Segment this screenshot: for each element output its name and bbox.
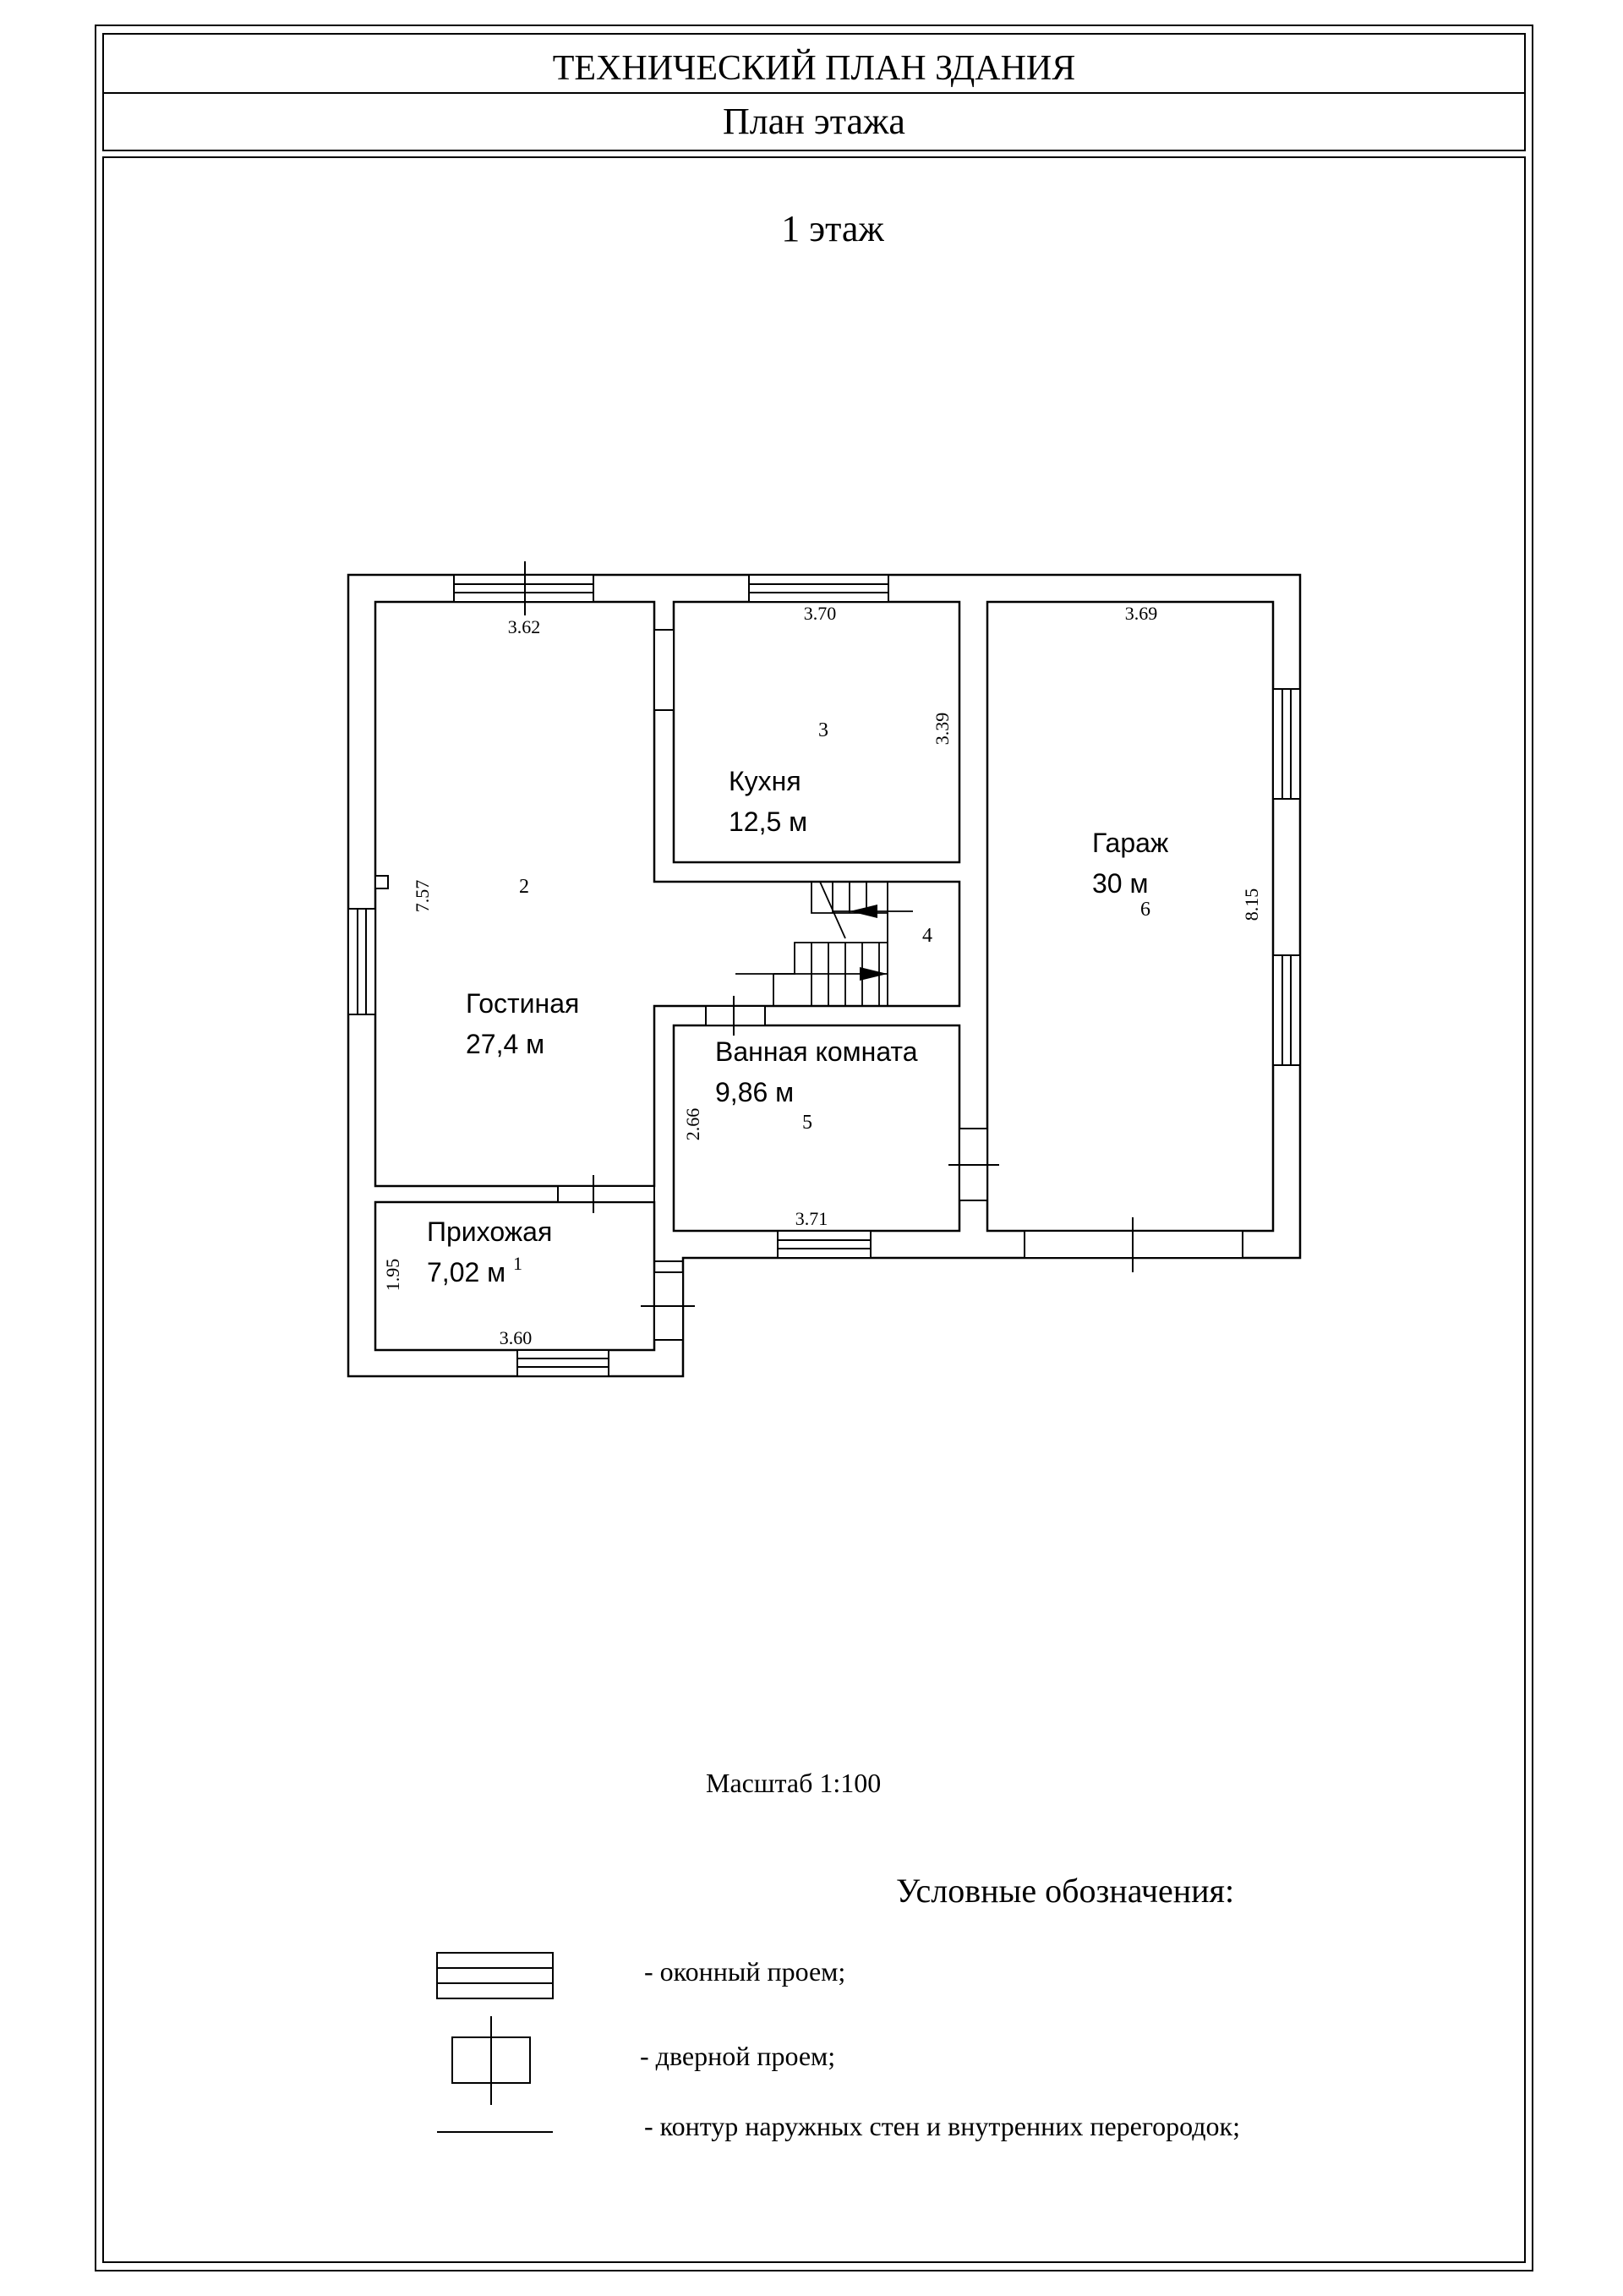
room-area-living: 27,4 м: [466, 1029, 544, 1059]
room-number-kitchen: 3: [818, 719, 828, 741]
legend-label-window: - оконный проем;: [644, 1956, 845, 1987]
room-area-bath: 9,86 м: [715, 1077, 794, 1107]
door-bath-top: [705, 996, 766, 1036]
room-name-hall: Прихожая: [427, 1216, 552, 1247]
window-garage-right-2: [1272, 954, 1301, 1066]
dim-bath-height: 2.66: [682, 1108, 703, 1141]
door-bath-garage: [948, 1128, 999, 1201]
dim-kitchen-height: 3.39: [932, 713, 953, 746]
door-garage-gate: [1024, 1217, 1243, 1272]
door-living-kitchen: [653, 629, 675, 711]
window-bath-bottom: [777, 1230, 872, 1259]
garage-outline: [986, 600, 1275, 1233]
legend: Условные обозначения: - оконный проем; -…: [436, 1872, 1240, 2141]
stair-arrows: [850, 905, 888, 981]
window-openings: [347, 574, 1301, 1377]
dim-hall-height: 1.95: [382, 1259, 403, 1292]
room-number-hall: 1: [513, 1253, 522, 1274]
room-name-bath: Ванная комната: [715, 1036, 918, 1067]
dim-living-width: 3.62: [508, 616, 541, 637]
door-living-hall: [557, 1175, 655, 1213]
door-opening-icon: [451, 2016, 531, 2105]
outer-wall-contour: [347, 573, 1302, 1378]
legend-label-door: - дверной проем;: [640, 2041, 835, 2071]
dim-garage-height: 8.15: [1241, 888, 1262, 921]
window-kitchen-top: [748, 574, 889, 603]
door-openings: [524, 561, 1243, 1341]
dimension-labels: 3.62 3.70 3.69 3.71 3.60 7.57 3.39 8.15 …: [382, 603, 1262, 1348]
floor-label: 1 этаж: [781, 208, 884, 249]
room-number-stairs: 4: [922, 925, 932, 947]
room-number-bath: 5: [802, 1112, 812, 1134]
sheet-frame: [95, 25, 1533, 2271]
dim-garage-width: 3.69: [1125, 603, 1158, 624]
scale-label: Масштаб 1:100: [706, 1768, 881, 1798]
window-hall-bottom: [516, 1349, 609, 1377]
staircase: [735, 881, 913, 1006]
room-numbers: 2 3 4 5 6: [519, 719, 1150, 1134]
window-living-top: [453, 574, 594, 603]
room-area-kitchen: 12,5 м: [729, 806, 807, 837]
room-number-living: 2: [519, 876, 529, 898]
window-opening-icon: [436, 1952, 554, 1999]
window-garage-right-1: [1272, 688, 1301, 800]
window-living-left: [347, 908, 376, 1015]
room-name-kitchen: Кухня: [729, 766, 801, 796]
room-area-garage: 30 м: [1092, 868, 1148, 899]
dim-living-height: 7.57: [412, 880, 433, 913]
vent-square: [374, 875, 389, 889]
room-labels: Кухня 12,5 м Гараж 30 м Гостиная 27,4 м …: [427, 766, 1169, 1287]
dim-bath-width: 3.71: [795, 1208, 828, 1229]
legend-title: Условные обозначения:: [896, 1872, 1234, 1910]
room-area-hall: 7,02 м: [427, 1257, 505, 1287]
dim-hall-width: 3.60: [500, 1327, 533, 1348]
door-hall-outside: [641, 1271, 695, 1341]
room-number-garage: 6: [1140, 899, 1150, 921]
kitchen-outline: [672, 600, 961, 864]
room-name-living: Гостиная: [466, 988, 579, 1019]
room-name-garage: Гараж: [1092, 828, 1169, 858]
header-subtitle: План этажа: [723, 101, 905, 142]
legend-label-wall: - контур наружных стен и внутренних пере…: [644, 2111, 1240, 2141]
header-title: ТЕХНИЧЕСКИЙ ПЛАН ЗДАНИЯ: [553, 49, 1076, 88]
dim-kitchen-width: 3.70: [804, 603, 837, 624]
